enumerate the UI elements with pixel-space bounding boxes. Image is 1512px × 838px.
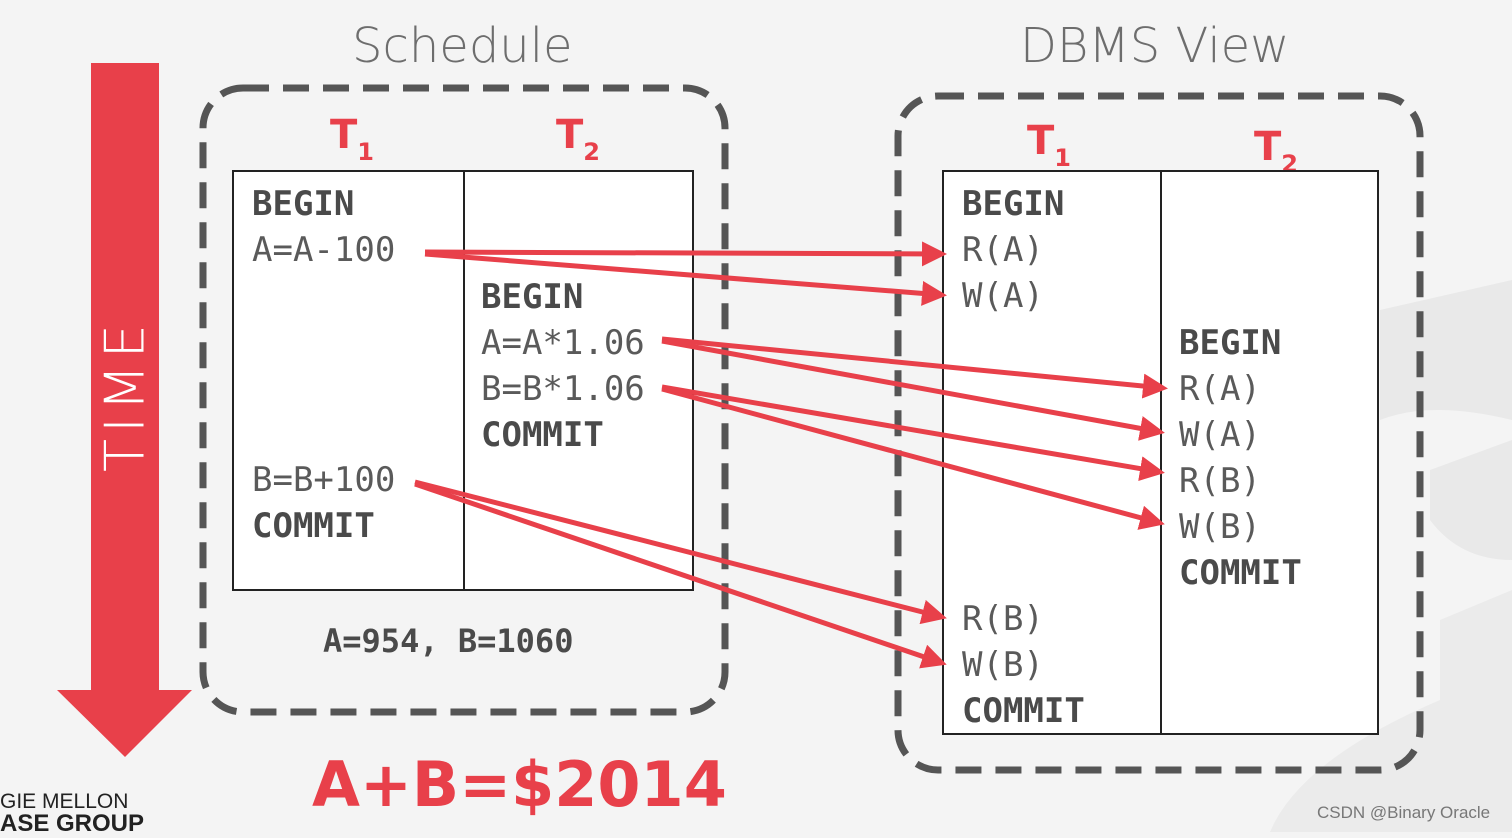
dbms-frame [894, 92, 1424, 774]
dbms-t2-write-a: W(A) [1179, 415, 1261, 455]
dbms-t2-begin: BEGIN [1179, 323, 1282, 363]
result-sum: A+B=$2014 [312, 748, 727, 821]
schedule-t1-header: T1 [330, 112, 374, 166]
schedule-t1-op-a: A=A-100 [252, 230, 396, 270]
schedule-t2-header: T2 [556, 112, 600, 166]
schedule-t2-op-b: B=B*1.06 [481, 369, 645, 409]
schedule-t1-op-b: B=B+100 [252, 460, 396, 500]
dbms-column-divider [1160, 172, 1162, 733]
schedule-t2-begin: BEGIN [481, 277, 584, 317]
dbms-t1-begin: BEGIN [962, 184, 1065, 224]
arrow-t1-a-to-write-a [424, 251, 947, 306]
dbms-t1-read-b: R(B) [962, 599, 1044, 639]
arrow-t1-a-to-read-a [424, 241, 947, 267]
time-arrow [57, 63, 192, 757]
dbms-t2-commit: COMMIT [1179, 553, 1302, 593]
schedule-t2-op-a: A=A*1.06 [481, 323, 645, 363]
dbms-t2-write-b: W(B) [1179, 507, 1261, 547]
dbms-t1-header: T1 [1027, 118, 1071, 172]
dbms-t1-write-b: W(B) [962, 645, 1044, 685]
watermark: CSDN @Binary Oracle [1317, 803, 1491, 822]
dbms-t2-read-a: R(A) [1179, 369, 1261, 409]
logo-line-1: GIE MELLON [0, 790, 129, 813]
schedule-title: Schedule [352, 18, 573, 74]
arrow-t2-b-to-write-b [661, 386, 1165, 530]
schedule-t1-begin: BEGIN [252, 184, 355, 224]
schedule-values: A=954, B=1060 [323, 622, 574, 660]
arrow-t1-b-to-write-b [414, 481, 947, 669]
dbms-t2-read-b: R(B) [1179, 461, 1261, 501]
dbms-view-title: DBMS View [1020, 18, 1290, 74]
arrow-t2-a-to-write-a [661, 338, 1165, 441]
schedule-t1-commit: COMMIT [252, 506, 375, 546]
logo-line-2: ASE GROUP [0, 810, 145, 837]
arrow-t2-a-to-read-a [661, 336, 1168, 399]
schedule-t2-commit: COMMIT [481, 415, 604, 455]
arrow-t2-b-to-read-b [661, 384, 1165, 481]
dbms-table [942, 170, 1379, 735]
dbms-t1-read-a: R(A) [962, 230, 1044, 270]
schedule-table [232, 170, 694, 591]
dbms-t1-commit: COMMIT [962, 691, 1085, 731]
arrow-t1-b-to-read-b [414, 479, 947, 625]
dbms-t1-write-a: W(A) [962, 276, 1044, 316]
schedule-column-divider [463, 172, 465, 589]
